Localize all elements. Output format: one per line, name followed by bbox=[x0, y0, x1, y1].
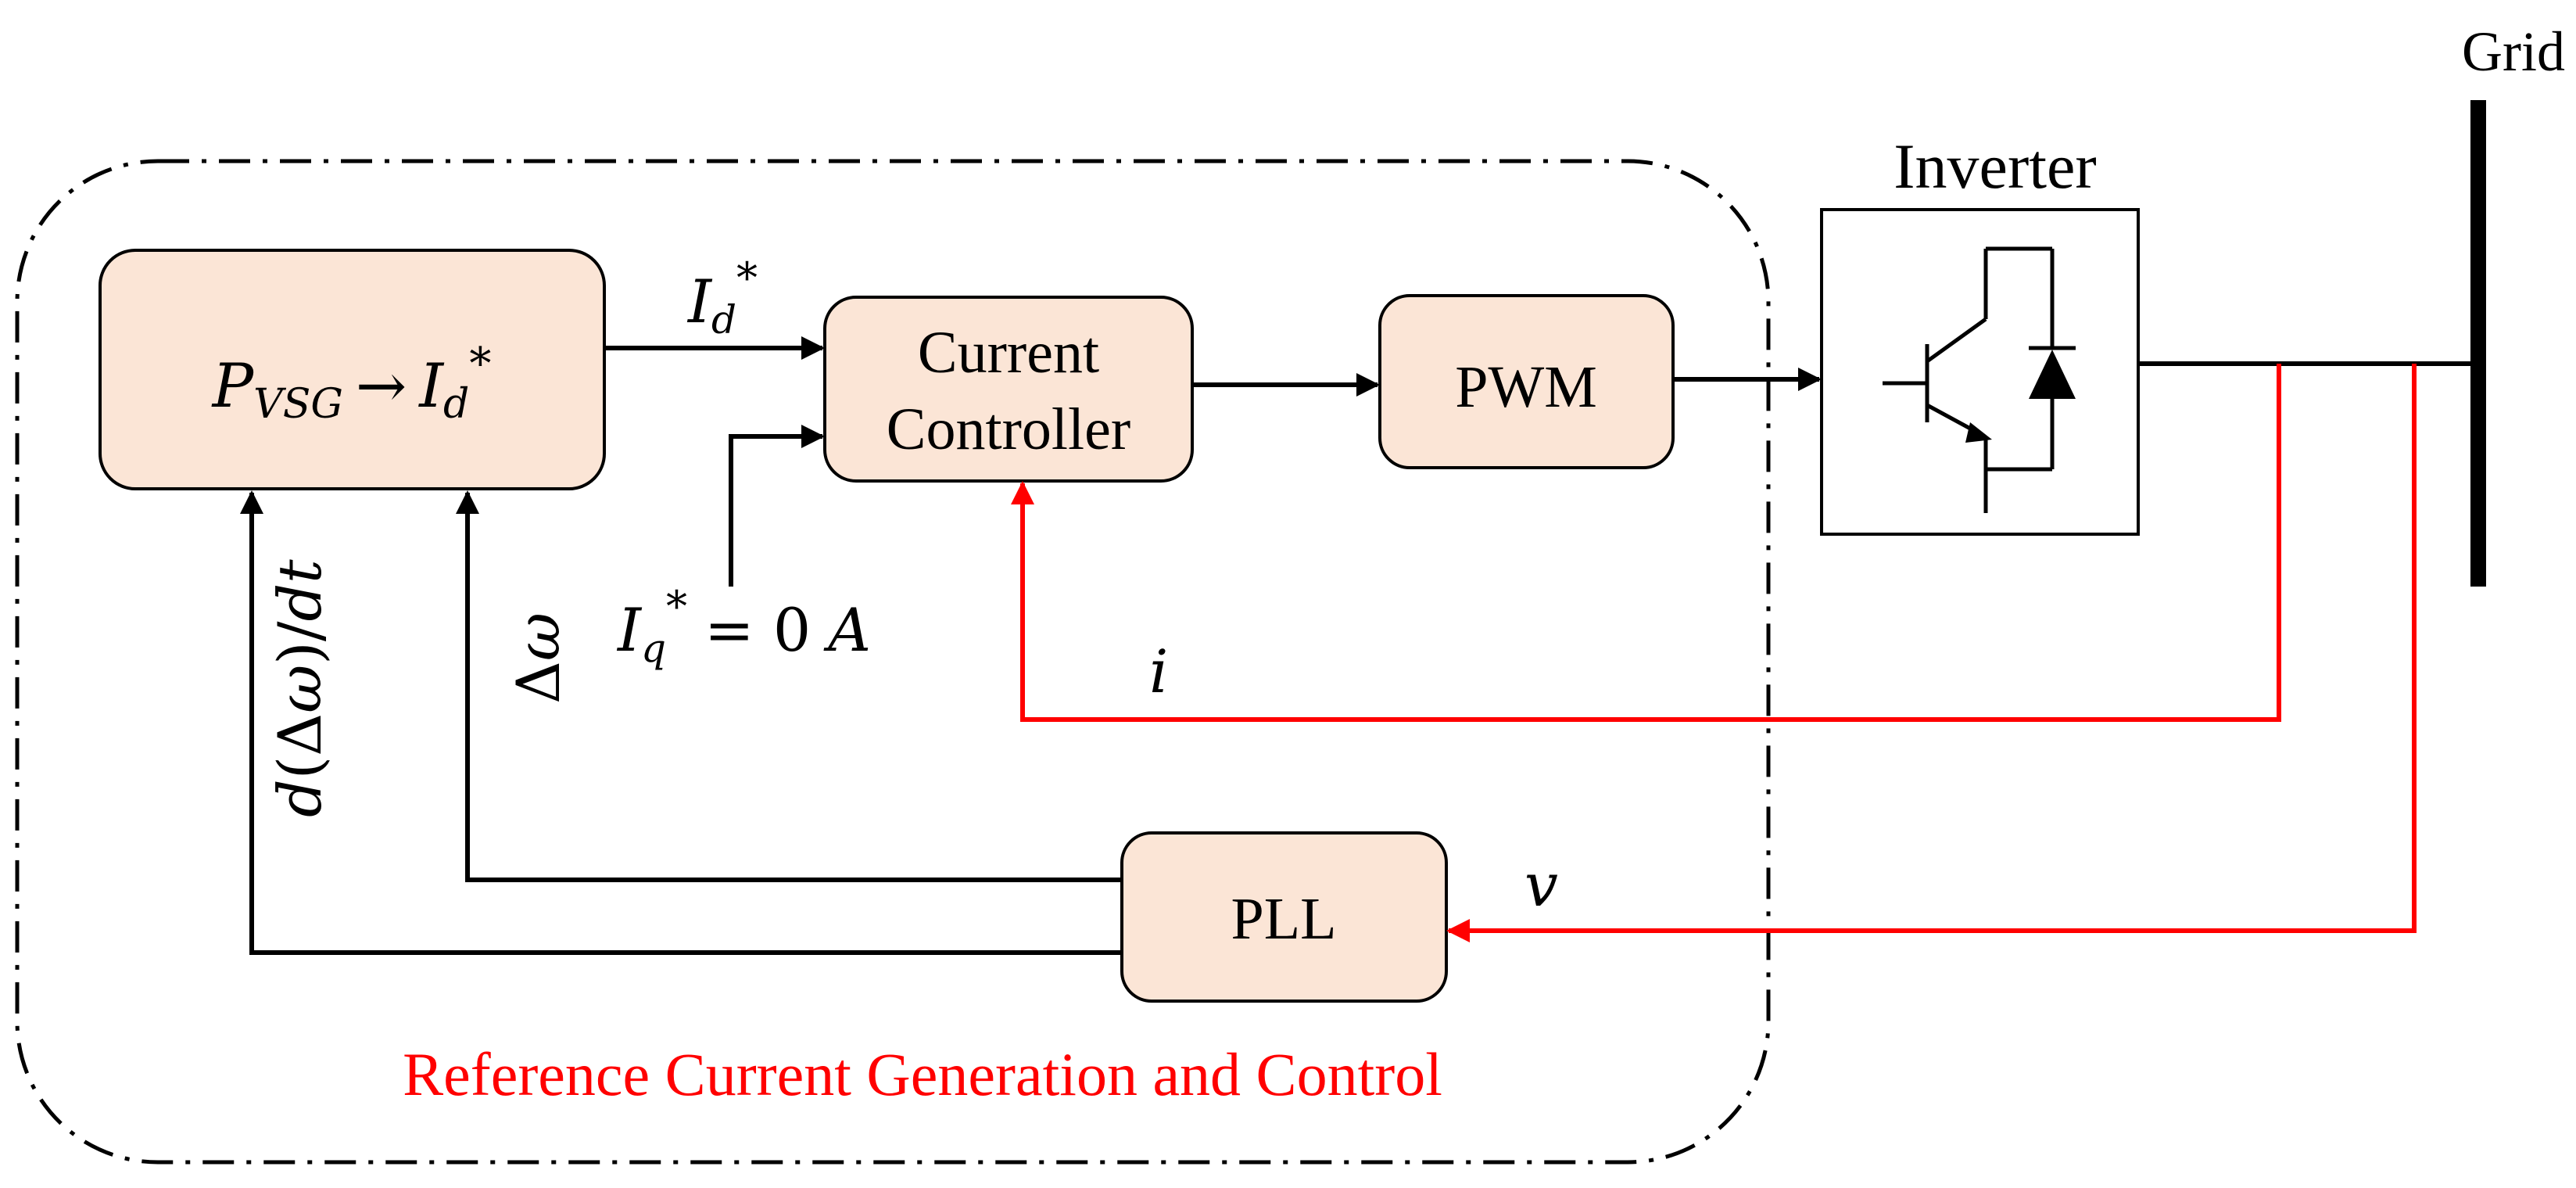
pvsg-to-id-label: PVSG→Id* bbox=[211, 339, 492, 428]
igbt-symbol-icon bbox=[1883, 246, 2076, 513]
wire-voltage-feedback bbox=[1446, 364, 2417, 942]
current-controller-label-line1: Current bbox=[918, 320, 1099, 386]
voltage-feedback-label: v bbox=[1524, 850, 1558, 920]
wire-iq-ref bbox=[729, 425, 825, 587]
current-controller-block bbox=[823, 296, 1194, 483]
current-controller-label-line2: Controller bbox=[887, 397, 1130, 462]
pvsg-to-id-block bbox=[99, 249, 606, 490]
pll-label: PLL bbox=[1231, 886, 1336, 952]
delta-omega-label: Δω bbox=[503, 612, 573, 704]
diode-icon bbox=[2029, 350, 2076, 399]
inverter-box bbox=[1820, 208, 2140, 536]
grid-label: Grid bbox=[2462, 20, 2565, 83]
wire-d-delta-omega-dt bbox=[240, 490, 1122, 955]
region-caption: Reference Current Generation and Control bbox=[403, 1040, 1442, 1108]
inverter-title: Inverter bbox=[1893, 131, 2097, 202]
igbt-emitter-arrow-icon bbox=[1965, 422, 1992, 443]
current-feedback-label: i bbox=[1149, 637, 1168, 706]
pll-block bbox=[1120, 831, 1448, 1003]
wire-delta-omega bbox=[456, 490, 1122, 882]
grid-bus-bar bbox=[2470, 100, 2486, 587]
wire-current-feedback bbox=[1011, 364, 2281, 722]
control-region-boundary bbox=[15, 159, 1771, 1165]
id-ref-label: Id* bbox=[686, 253, 758, 343]
d-delta-omega-dt-label: d(Δω)/dt bbox=[265, 559, 335, 817]
pwm-label: PWM bbox=[1455, 354, 1597, 420]
